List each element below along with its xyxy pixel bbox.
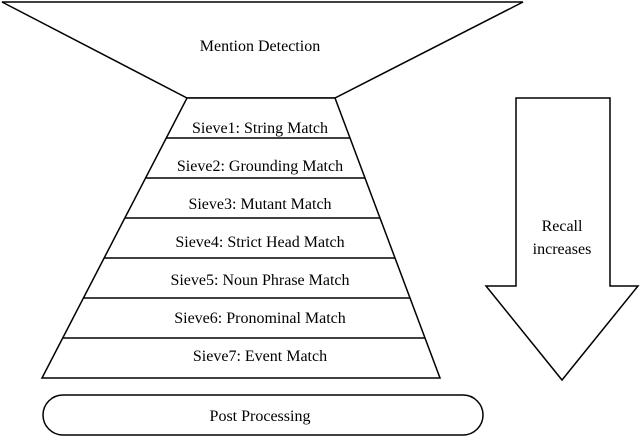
sieve-1-label: Sieve1: String Match <box>192 120 328 137</box>
post-processing-label: Post Processing <box>210 408 311 425</box>
sieve-3-label: Sieve3: Mutant Match <box>188 196 331 213</box>
sieve-5-label: Sieve5: Noun Phrase Match <box>170 272 349 289</box>
mention-detection-label: Mention Detection <box>200 38 320 55</box>
recall-down-arrow <box>484 97 640 382</box>
arrow-label-line1: Recall <box>542 218 583 235</box>
sieve-2-label: Sieve2: Grounding Match <box>177 158 343 175</box>
sieve-pyramid-outline <box>40 97 442 379</box>
sieve-7-label: Sieve7: Event Match <box>193 348 327 365</box>
post-processing-box <box>42 394 484 436</box>
arrow-label-line2: increases <box>533 241 592 258</box>
sieve-dividers <box>62 137 425 339</box>
sieve-6-label: Sieve6: Pronominal Match <box>174 310 346 327</box>
sieve-4-label: Sieve4: Strict Head Match <box>175 234 344 251</box>
